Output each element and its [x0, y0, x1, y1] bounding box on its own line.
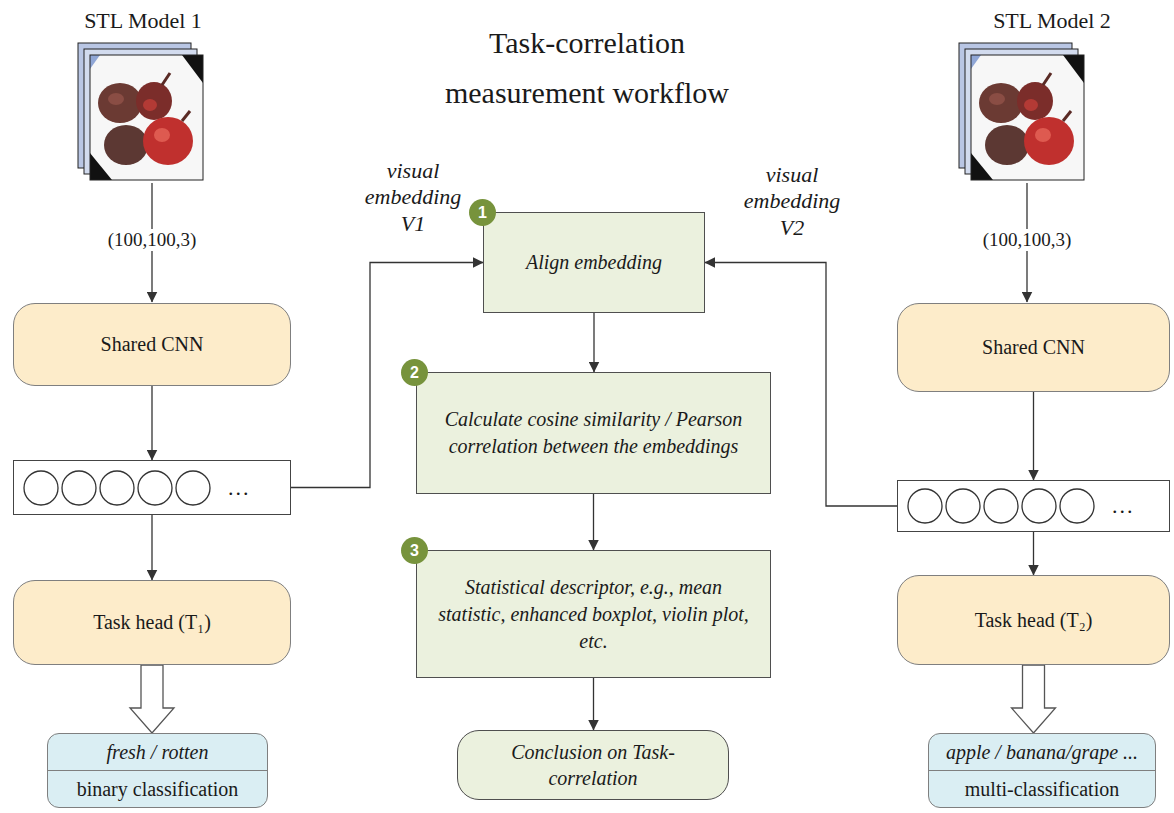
node-text: Task head (T₂): [975, 609, 1093, 632]
node-text: Shared CNN: [982, 336, 1085, 359]
vector-cells: [22, 468, 214, 508]
image-frame: [90, 55, 203, 180]
step-number: 3: [401, 537, 428, 564]
fruit-image: [90, 55, 203, 180]
node-text: Conclusion on Task-correlation: [476, 739, 710, 791]
node-text: 2: [410, 364, 419, 382]
embedding-vector: ...: [13, 460, 291, 515]
process-box: Shared CNN: [13, 303, 291, 386]
flow-arrow: [151, 515, 152, 580]
embedding-vector: ...: [897, 480, 1170, 532]
node-text: Calculate cosine similarity / Pearson co…: [433, 406, 754, 460]
vector-cell: [176, 471, 210, 505]
flow-arrow: [151, 386, 152, 460]
node-text: ...: [1112, 493, 1135, 519]
node-text: ...: [228, 475, 251, 501]
flow-arrow: [593, 494, 594, 550]
node-text: Statistical descriptor, e.g., mean stati…: [433, 574, 754, 655]
node-text: binary classification: [48, 770, 267, 807]
conclusion-box: Conclusion on Task-correlation: [457, 730, 729, 800]
vector-cell: [100, 471, 134, 505]
step-number: 1: [469, 199, 496, 226]
model-label: STL Model 2: [993, 8, 1111, 34]
vector-cell: [984, 489, 1018, 523]
step-number: 2: [401, 359, 428, 386]
shape-label: (100,100,3): [105, 229, 200, 251]
flow-arrow: [1033, 392, 1034, 480]
vector-cell: [908, 489, 942, 523]
node-text: 3: [410, 542, 419, 560]
edge-label: visual embedding V2: [740, 162, 844, 241]
node-text: Task head (T₁): [93, 611, 211, 634]
edge-label: visual embedding V1: [361, 158, 465, 237]
vector-cell: [1022, 489, 1056, 523]
input-image-stack: [959, 43, 1084, 180]
vector-cells: [906, 486, 1098, 526]
process-box: Task head (T₁): [13, 580, 291, 665]
node-text: Shared CNN: [101, 333, 204, 356]
fruit-image: [971, 55, 1084, 180]
flow-arrow: [593, 313, 594, 372]
output-box: fresh / rottenbinary classification: [47, 733, 268, 808]
flow-arrow: [1033, 532, 1034, 575]
diagram-title: Task-correlation measurement workflow: [422, 18, 752, 118]
input-image-stack: [78, 43, 203, 180]
vector-cell: [946, 489, 980, 523]
vector-cell: [24, 471, 58, 505]
node-text: 1: [478, 204, 487, 222]
output-box: apple / banana/grape ...multi-classifica…: [928, 733, 1156, 808]
node-text: Align embedding: [526, 249, 662, 276]
hollow-arrow: [130, 665, 174, 733]
shape-label: (100,100,3): [980, 229, 1075, 251]
node-text: apple / banana/grape ...: [929, 734, 1155, 770]
node-text: multi-classification: [929, 770, 1155, 807]
vector-cell: [1060, 489, 1094, 523]
vector-cell: [62, 471, 96, 505]
step-box: Calculate cosine similarity / Pearson co…: [416, 372, 771, 494]
step-box: Align embedding: [483, 212, 705, 313]
hollow-arrow: [1012, 665, 1056, 733]
vector-cell: [138, 471, 172, 505]
process-box: Task head (T₂): [897, 575, 1170, 665]
node-text: fresh / rotten: [48, 734, 267, 770]
model-label: STL Model 1: [84, 8, 202, 34]
flow-arrow: [593, 678, 594, 730]
step-box: Statistical descriptor, e.g., mean stati…: [416, 550, 771, 678]
process-box: Shared CNN: [897, 303, 1170, 392]
image-frame: [971, 55, 1084, 180]
